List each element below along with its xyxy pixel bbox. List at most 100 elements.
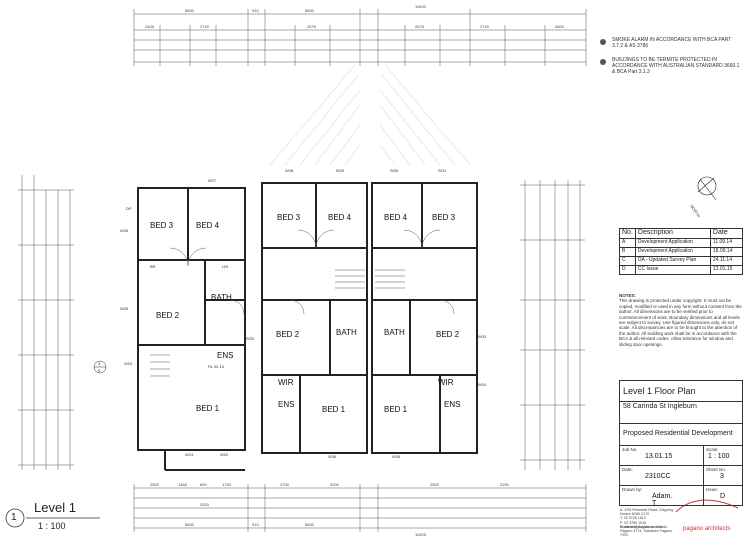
dim-bottom-9: 3325: [200, 502, 210, 507]
dim-top-1: 5600: [185, 8, 195, 13]
room-label: BED 4: [384, 213, 408, 222]
dim-top-10: 2600: [555, 24, 565, 29]
room-label: BED 1: [384, 405, 408, 414]
project-box: Proposed Residential Development: [619, 424, 743, 446]
dim-top-5: 2405: [145, 24, 155, 29]
room-label: BATH: [336, 328, 357, 337]
room-label: ENS: [217, 351, 233, 360]
dim-bottom-7: 2500: [430, 482, 440, 487]
scale-value: 1 : 100: [708, 453, 730, 460]
scale-box: Scale: 1 : 100: [704, 446, 743, 466]
rev-date: 11.09.14: [709, 238, 744, 248]
stair-treads: [150, 269, 405, 377]
termite-note: BUILDINGS TO BE TERMITE PROTECTED IN ACC…: [612, 57, 740, 75]
smoke-alarm-note: SMOKE ALARM IN ACCORDANCE WITH BCA PART …: [612, 37, 732, 49]
window-tag: W33: [478, 334, 487, 339]
dim-top-2: 910: [252, 8, 259, 13]
issue-value: D: [720, 493, 726, 500]
site-address: 58 Carinda St Ingleburn: [623, 403, 697, 410]
address-box: 58 Carinda St Ingleburn: [619, 402, 743, 424]
room-label: BATH: [384, 328, 405, 337]
dim-bottom-1: 2500: [150, 482, 160, 487]
dp-label: DP: [126, 206, 132, 211]
lin-label: LIN: [222, 264, 228, 269]
room-label: BED 4: [328, 213, 352, 222]
room-label: BED 2: [156, 311, 180, 320]
dim-bottom-13: 11005: [415, 532, 427, 537]
dim-top-6: 2740: [200, 24, 210, 29]
date-label: Date:: [622, 467, 633, 472]
right-dimension-lines: [520, 180, 585, 470]
dim-bottom-5: 2700: [280, 482, 290, 487]
dim-bottom-12: 5600: [305, 522, 315, 527]
stair-tag-bottom: 6: [98, 368, 101, 373]
rl-label: RL 52.10: [208, 364, 225, 369]
window-tag: W23: [185, 452, 194, 457]
rev-date: 24.11.14: [709, 256, 744, 266]
drawn-value: Adam. T: [652, 493, 673, 507]
rev-date: 13.01.15: [709, 265, 744, 275]
drawn-label: Drawn by:: [622, 487, 643, 492]
room-label: BED 2: [276, 330, 300, 339]
rev-desc: Development Application: [634, 238, 711, 248]
window-tag: W27: [208, 178, 217, 183]
rev-desc: DA - Updated Survey Plan: [634, 256, 711, 266]
architect-registration: Nominated Architects: Alfredo Pagano 477…: [620, 525, 672, 538]
drawing-title-box: Level 1 Floor Plan: [619, 380, 743, 402]
dim-bottom-6: 3000: [330, 482, 340, 487]
drawn-by-box: Drawn by: Adam. T: [619, 486, 704, 507]
middle-units-walls: [261, 182, 478, 454]
dim-bottom-8: 2250: [500, 482, 510, 487]
window-tag: W32: [246, 336, 255, 341]
room-label: ENS: [444, 400, 460, 409]
revision-header-row: No. Description Date: [619, 228, 744, 239]
window-tag: W26: [120, 228, 129, 233]
room-label: BATH: [211, 293, 232, 302]
room-label: BED 1: [196, 404, 220, 413]
issue-label: Issue:: [706, 487, 719, 492]
caption-number: 1: [11, 512, 17, 523]
door-swings: [169, 229, 455, 315]
left-unit-walls: [137, 187, 246, 451]
notes-block: NOTES: This drawing is protected under c…: [619, 293, 743, 347]
dim-bottom-4: 1750: [222, 482, 232, 487]
roof-hatching: [269, 64, 471, 166]
caption-scale: 1 : 100: [38, 521, 66, 531]
dim-top-8: 2675: [415, 24, 425, 29]
sheet-box: Sheet No. 3: [704, 466, 743, 486]
caption-circle-icon: [5, 508, 25, 528]
project-name: Proposed Residential Development: [623, 430, 733, 437]
dim-top-4: 11000: [415, 4, 427, 9]
issue-box: Issue: D: [704, 486, 743, 506]
room-label: BED 3: [150, 221, 174, 230]
date-value: 13.01.15: [645, 453, 673, 460]
room-label: BED 2: [436, 330, 460, 339]
left-dimension-lines: [18, 175, 74, 470]
caption-title: Level 1: [34, 500, 76, 515]
rev-desc: CC Issue: [634, 265, 711, 275]
window-tag: W31: [438, 168, 447, 173]
rev-date: 18.09.14: [709, 247, 744, 257]
room-label: BED 4: [196, 221, 220, 230]
stair-tag-top: 3: [98, 361, 101, 366]
drawing-title: Level 1 Floor Plan: [623, 386, 696, 396]
window-tag: W22: [220, 452, 229, 457]
rev-no: A: [619, 238, 636, 248]
job-no-label: Job No.: [622, 447, 638, 452]
room-label: ENS: [278, 400, 294, 409]
sheet-value: 3: [720, 473, 724, 480]
rev-col-date: Date: [709, 228, 744, 239]
notes-title: NOTES:: [619, 293, 637, 298]
dim-top-7: 2675: [307, 24, 317, 29]
left-unit-lower-walls: [164, 450, 245, 471]
notes-body: This drawing is protected under copyrigh…: [619, 298, 742, 347]
north-arrow-icon: [697, 176, 717, 201]
window-tag: W35: [392, 454, 401, 459]
window-tag: W28: [285, 168, 294, 173]
